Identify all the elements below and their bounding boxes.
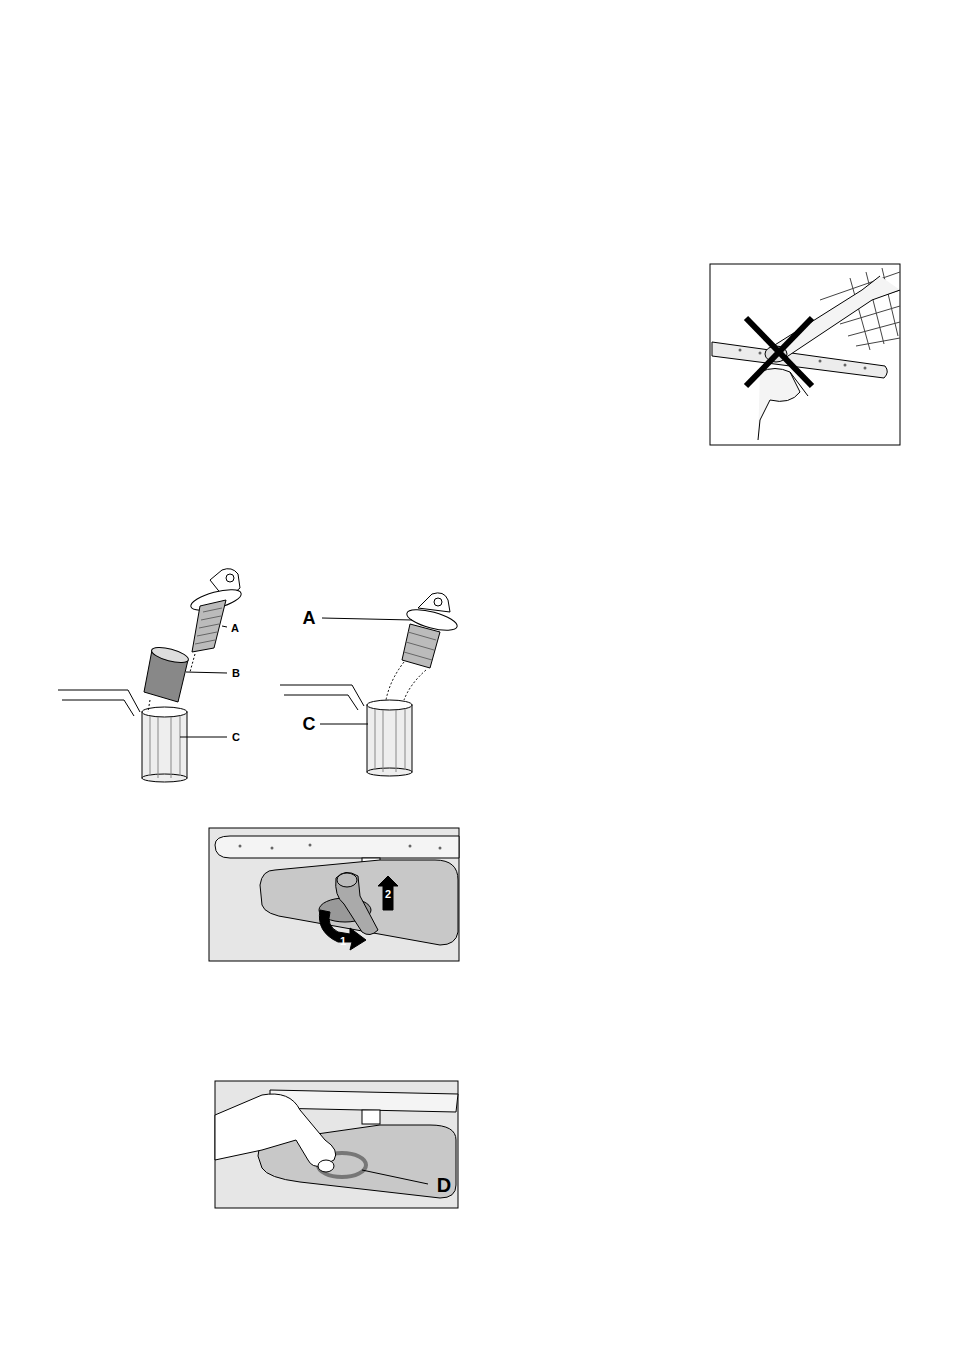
- spray-arm-warning: [710, 264, 900, 445]
- step-number: 2: [385, 889, 391, 900]
- filter-removed-panel: [215, 1081, 458, 1208]
- part-letter: B: [232, 668, 240, 679]
- part-letter: C: [303, 715, 316, 733]
- filter-assembly-fitted: [280, 593, 459, 776]
- part-letter: A: [231, 623, 239, 634]
- part-letter: A: [303, 609, 316, 627]
- filter-assembly-exploded: [58, 569, 243, 782]
- part-letter: C: [232, 732, 240, 743]
- part-letter: D: [437, 1175, 451, 1195]
- twist-lift-panel: [209, 828, 459, 961]
- step-number: 1: [340, 936, 346, 947]
